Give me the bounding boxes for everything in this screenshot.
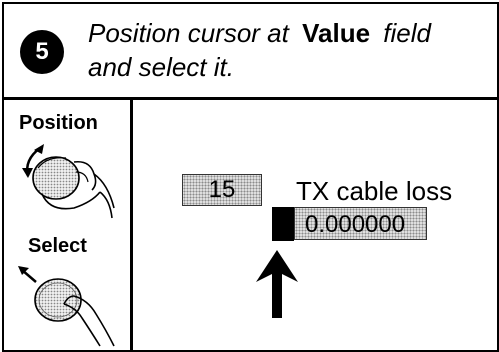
instruction-post: field <box>383 18 431 48</box>
parameter-name: TX cable loss <box>296 176 453 206</box>
step-header: 5 Position cursor at Value field and sel… <box>4 4 497 100</box>
position-label: Position <box>19 112 98 134</box>
field-number-box: 15 <box>182 174 262 206</box>
step-instruction: Position cursor at Value field and selec… <box>88 16 431 84</box>
instruction-keyword: Value <box>302 18 371 48</box>
instruction-line-2: and select it. <box>88 52 234 82</box>
press-knob-icon <box>18 266 115 347</box>
action-column: Position Select <box>4 100 133 350</box>
select-label: Select <box>28 235 87 257</box>
instruction-line-1: Position cursor at Value field <box>88 16 431 50</box>
rotate-knob-icon <box>22 144 115 219</box>
instruction-pre: Position cursor at <box>88 18 289 48</box>
cursor-block <box>272 207 294 241</box>
value-field[interactable]: 0.000000 <box>294 207 427 240</box>
step-number-badge: 5 <box>20 30 64 74</box>
up-arrow-icon <box>256 250 298 318</box>
